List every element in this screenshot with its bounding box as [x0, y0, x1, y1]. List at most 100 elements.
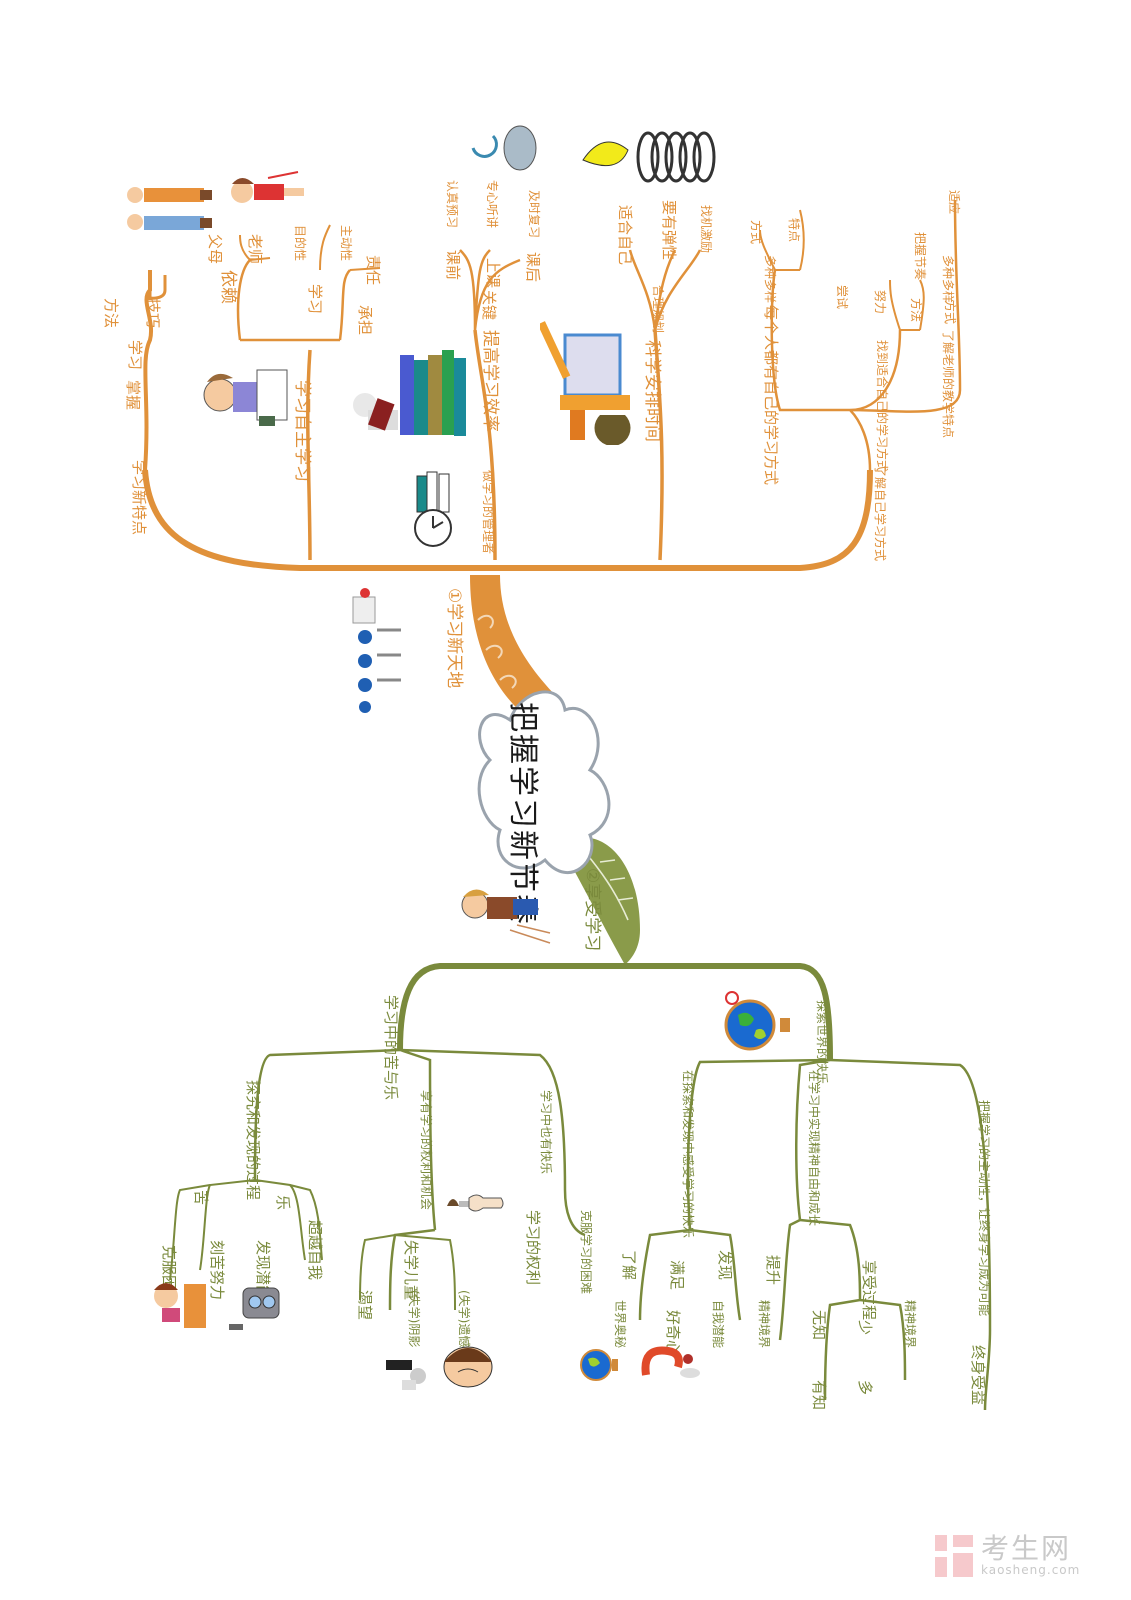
node-faxian2: 发现: [716, 1250, 734, 1281]
node-jingshen2: 精神境界: [903, 1300, 917, 1349]
running-student-icon: [461, 889, 551, 944]
node-heli: 合理规划: [651, 285, 665, 334]
node-zhudongxing: 主动性: [339, 225, 353, 262]
node-kechi: 刻苦努力: [208, 1240, 226, 1301]
node-jingshenjingjie: 精神境界: [757, 1300, 771, 1349]
node-duozhongduoyang: 多种多样: [941, 255, 955, 304]
branch2-label: 享受学习: [582, 883, 602, 952]
branch1-label: 学习新天地: [444, 603, 464, 689]
small-globe-icon: [580, 1349, 618, 1381]
node-zhongshen: 把握学习的主动性，让终身学习成为可能: [977, 1100, 991, 1317]
node-guanli: 做学习的管理者: [481, 470, 495, 555]
node-shihe: 适合自己: [616, 205, 634, 266]
node-liaojie: 了解自己学习方式: [873, 465, 887, 562]
node-jili: 找机激励: [699, 205, 713, 254]
robot-icon: [229, 1287, 280, 1330]
node-chaoyue: 超越自我: [306, 1220, 324, 1281]
node-gengyoukuaile: 学习中也有快乐: [539, 1090, 553, 1175]
branch1-number: ①: [444, 588, 464, 604]
branch1-main-line: [142, 469, 873, 571]
node-jishi: 及时复习: [527, 190, 541, 239]
node-zhongshenshouyi: 终身受益: [969, 1345, 987, 1406]
parents-icon: [127, 187, 212, 230]
node-yilai: 依赖: [218, 270, 238, 304]
node-xxxtd: 学习新特点: [130, 460, 148, 536]
watermark-logo-icon: [935, 1535, 973, 1577]
branch1-trunk: [470, 575, 560, 720]
node-tisheng: 提升: [764, 1255, 782, 1286]
stationery-icon: [540, 321, 631, 445]
node-zizhu: 学习自主学习: [292, 380, 312, 482]
node-ziwoqianneng: 自我潜能: [711, 1300, 725, 1349]
branch2-number: ②: [582, 868, 602, 884]
node-chengdan: 承担: [356, 305, 374, 336]
node-shuju: 掌握: [124, 380, 142, 411]
node-lei: 学习: [126, 340, 144, 371]
node-duo: 多: [856, 1380, 874, 1396]
center-cloud: [477, 690, 611, 874]
node-tansuo: 探究和发现的过程: [244, 1080, 262, 1201]
node-xiangshou: 享受过程: [860, 1260, 878, 1321]
node-duozhong: 多种多样: [763, 255, 777, 304]
person-with-books-icon: [353, 350, 466, 436]
node-shengming: 在学习中实现精神自由和成长: [807, 1070, 821, 1227]
node-zhaodao: 找到适合自己的学习方式: [875, 340, 889, 473]
node-kuaile: 学习中的苦与乐: [382, 995, 400, 1101]
branch2-title: ②享受学习: [582, 868, 602, 952]
node-zhuanxin: 专心听讲: [485, 180, 499, 229]
node-meigeren: 每个人都有自己的学习方式: [762, 305, 780, 486]
node-guanjian: 关键: [480, 290, 498, 321]
node-shaoduo: 少: [856, 1320, 874, 1336]
node-quanli: 享有学习的权利和机会: [419, 1090, 433, 1211]
question-mark-icon: [641, 1346, 700, 1378]
node-anpai: 科学安排时间: [642, 340, 662, 442]
node-xuexi: 学习: [306, 284, 324, 315]
node-kqian: 课前: [444, 250, 462, 281]
watermark: 考生网 kaosheng.com: [935, 1535, 1080, 1577]
node-ku: 苦: [192, 1190, 210, 1206]
node-fangfa2: 方法: [909, 298, 923, 323]
node-jiqiao: 技巧: [144, 298, 162, 329]
node-manzu: 满足: [668, 1260, 686, 1291]
node-tanxing: 要有弹性: [660, 200, 678, 261]
node-le: 乐: [274, 1195, 292, 1211]
watermark-cn: 考生网: [981, 1532, 1072, 1565]
node-tedian: 特点: [787, 218, 801, 243]
node-laoshi: 老师: [246, 234, 264, 265]
watermark-en: kaosheng.com: [981, 1563, 1081, 1577]
alarm-clock-books-icon: [414, 471, 452, 547]
node-mudixing: 目的性: [293, 225, 307, 262]
globe-magnifier-icon: [724, 991, 790, 1051]
branch1-title: ①学习新天地: [444, 588, 464, 689]
node-yinying: (失学)阴影: [407, 1290, 421, 1348]
node-nuli: 努力: [873, 290, 887, 315]
sad-boy-face-icon: [443, 1346, 493, 1388]
spring-bird-icon: [582, 131, 716, 183]
node-youzhi: 有知: [810, 1380, 828, 1411]
node-shangke: 上课: [484, 258, 502, 289]
node-changshi: 尝试: [835, 285, 849, 310]
node-renzhen: 认真预习: [445, 180, 459, 229]
node-yihan: (失学)遗憾: [457, 1290, 471, 1348]
hand-knife-icon: [447, 1194, 504, 1212]
node-bawojiezou: 把握节奏: [913, 232, 927, 281]
node-kefujiedian: 克服学习的困难: [579, 1210, 593, 1295]
node-quanli2: 学习的权利: [524, 1210, 542, 1286]
node-fangshi: 方式: [749, 220, 763, 245]
node-shijieaomi: 世界奥秘: [613, 1300, 627, 1349]
node-khou: 课后: [524, 252, 542, 283]
node-zeren: 责任: [364, 255, 382, 286]
node-fangfa: 方法: [102, 298, 120, 329]
student-reading-icon: [203, 369, 288, 426]
classroom-students-icon: [352, 588, 401, 713]
student-at-desk-icon: [154, 1283, 206, 1328]
node-xiaolv: 提高学习效率: [480, 330, 500, 432]
teacher-icon: [231, 171, 304, 203]
node-kewang: 渴望: [356, 1290, 374, 1321]
node-liaojie2: 了解: [620, 1250, 638, 1281]
node-liaojielaoshi: 了解老师的教学特点: [941, 330, 955, 439]
branch2-main-line: [397, 963, 833, 1061]
fishing-fish-icon: [471, 125, 537, 171]
